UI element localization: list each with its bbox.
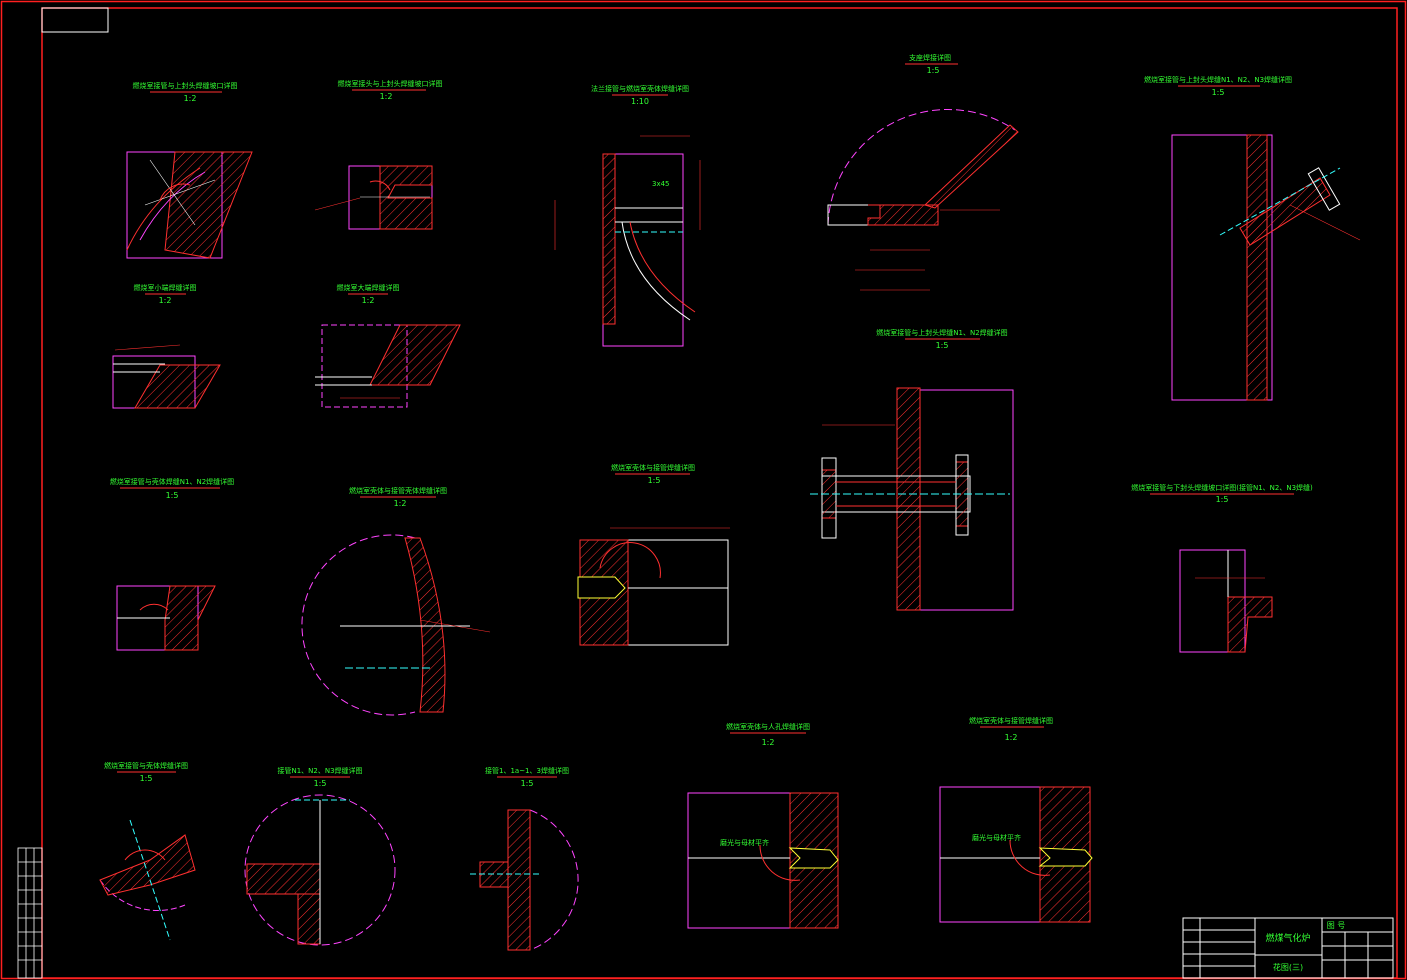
detail-scale: 1:5: [166, 491, 179, 500]
detail-4: 支座焊接详图 1:5: [827, 53, 1019, 291]
detail-scale: 1:5: [521, 779, 534, 788]
detail-9: 燃烧室接管与壳体焊缝N1、N2焊缝详图 1:5: [110, 477, 234, 651]
detail-scale: 1:5: [1212, 88, 1225, 97]
detail-scale: 1:2: [762, 738, 775, 747]
detail-title: 燃烧室接头与上封头焊缝坡口详图: [338, 79, 443, 88]
detail-title: 支座焊接详图: [909, 53, 951, 62]
detail-title: 接管N1、N2、N3焊缝详图: [277, 766, 362, 775]
detail-scale: 1:5: [140, 774, 153, 783]
detail-scale: 1:2: [394, 499, 407, 508]
detail-14: 接管N1、N2、N3焊缝详图 1:5: [244, 766, 396, 946]
detail-title: 燃烧室接管与上封头焊缝N1、N2、N3焊缝详图: [1144, 75, 1292, 84]
detail-scale: 1:5: [927, 66, 940, 75]
title-block: 燃煤气化炉 花图(三) 图 号: [1182, 917, 1394, 979]
detail-title: 燃烧室壳体与接管焊缝详图: [611, 463, 695, 472]
detail-scale: 1:5: [314, 779, 327, 788]
detail-16: 燃烧室壳体与人孔焊缝详图 1:2 磨光与母材平齐: [687, 722, 839, 929]
detail-scale: 1:5: [936, 341, 949, 350]
detail-scale: 1:2: [1005, 733, 1018, 742]
detail-10: 燃烧室壳体与接管壳体焊缝详图 1:2: [301, 486, 491, 716]
inner-border: [41, 7, 1398, 979]
detail-title: 燃烧室小端焊缝详图: [134, 283, 197, 292]
detail-13: 燃烧室接管与壳体焊缝详图 1:5: [99, 761, 196, 941]
detail-8: 燃烧室接管与上封头焊缝N1、N2焊缝详图 1:5: [810, 328, 1014, 611]
detail-title: 燃烧室壳体与人孔焊缝详图: [726, 722, 810, 731]
detail-1: 燃烧室接管与上封头焊缝坡口详图 1:2: [126, 81, 253, 259]
product-name: 燃煤气化炉: [1265, 932, 1310, 944]
detail-title: 燃烧室壳体与接管壳体焊缝详图: [349, 486, 447, 495]
weld-note: 磨光与母材平齐: [720, 838, 769, 847]
detail-title: 燃烧室大端焊缝详图: [337, 283, 400, 292]
detail-11: 燃烧室壳体与接管焊缝详图 1:5: [577, 463, 730, 646]
detail-5: 燃烧室接管与上封头焊缝N1、N2、N3焊缝详图 1:5: [1144, 75, 1361, 401]
detail-12: 燃烧室接管与下封头焊缝坡口详图(接管N1、N2、N3焊缝) 1:5: [1131, 483, 1313, 653]
drawing-no-label: 图 号: [1327, 921, 1346, 930]
detail-title: 接管1、1a~1、3焊缝详图: [485, 766, 569, 775]
detail-17: 燃烧室壳体与接管焊缝详图 1:2 磨光与母材平齐: [939, 716, 1093, 923]
detail-15: 接管1、1a~1、3焊缝详图 1:5: [470, 766, 579, 951]
detail-scale: 1:5: [648, 476, 661, 485]
detail-scale: 1:2: [184, 94, 197, 103]
detail-2: 燃烧室接头与上封头焊缝坡口详图 1:2: [314, 79, 443, 230]
weld-note: 磨光与母材平齐: [972, 833, 1021, 842]
detail-title: 燃烧室接管与上封头焊缝N1、N2焊缝详图: [876, 328, 1007, 337]
detail-6: 燃烧室小端焊缝详图 1:2: [112, 283, 221, 409]
detail-title: 燃烧室壳体与接管焊缝详图: [969, 716, 1053, 725]
detail-scale: 1:2: [159, 296, 172, 305]
detail-title: 燃烧室接管与壳体焊缝N1、N2焊缝详图: [110, 477, 234, 486]
weld-note: 3x45: [652, 180, 670, 188]
detail-scale: 1:2: [362, 296, 375, 305]
detail-7: 燃烧室大端焊缝详图 1:2: [315, 283, 461, 408]
detail-title: 燃烧室接管与壳体焊缝详图: [104, 761, 188, 770]
detail-title: 燃烧室接管与上封头焊缝坡口详图: [133, 81, 238, 90]
detail-title: 燃烧室接管与下封头焊缝坡口详图(接管N1、N2、N3焊缝): [1131, 483, 1313, 492]
detail-scale: 1:2: [380, 92, 393, 101]
drawing-name: 花图(三): [1273, 962, 1303, 972]
detail-scale: 1:10: [631, 97, 649, 106]
corner-tag-box: [41, 7, 109, 33]
detail-3: 法兰接管与燃烧室壳体焊缝详图 1:10 3x45: [554, 84, 701, 347]
detail-title: 法兰接管与燃烧室壳体焊缝详图: [591, 84, 689, 93]
detail-scale: 1:5: [1216, 495, 1229, 504]
revision-strip: [17, 847, 43, 979]
